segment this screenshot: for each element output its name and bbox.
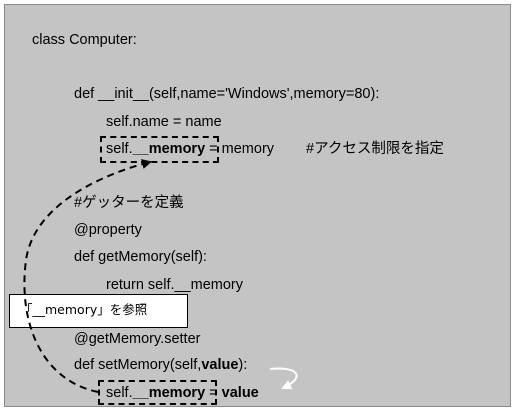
memory-assign-rest: = memory: [205, 141, 275, 157]
code-setter-decorator: @getMemory.setter: [74, 331, 201, 347]
code-access-comment: #アクセス制限を指定: [306, 141, 444, 157]
code-memory-assign-line: self.__memory = memory: [106, 140, 274, 158]
setmemory-def-prefix: def setMemory(self,: [74, 357, 202, 373]
setter-memory-dashed-box: [98, 380, 217, 405]
setter-assign-eq: =: [205, 385, 222, 401]
code-return-line: return self.__memory: [106, 277, 243, 293]
setter-assign-value: value: [221, 385, 259, 401]
code-getmemory-def: def getMemory(self):: [74, 249, 207, 265]
memory-attr-target: self.__memory: [106, 141, 206, 157]
code-property-decorator: @property: [74, 222, 142, 238]
reference-callout: 「__memory」を参照: [9, 294, 188, 328]
code-init-line: def __init__(self,name='Windows',memory=…: [74, 86, 380, 102]
code-name-assign-line: self.name = name: [106, 114, 222, 130]
code-getter-comment: #ゲッターを定義: [74, 195, 184, 211]
code-class-line: class Computer:: [32, 32, 137, 48]
code-setmemory-def: def setMemory(self,value):: [74, 356, 247, 374]
setmemory-param-value: value: [201, 357, 239, 373]
memory-attr-dashed-box: [100, 136, 219, 163]
setmemory-def-suffix: ):: [238, 357, 248, 373]
